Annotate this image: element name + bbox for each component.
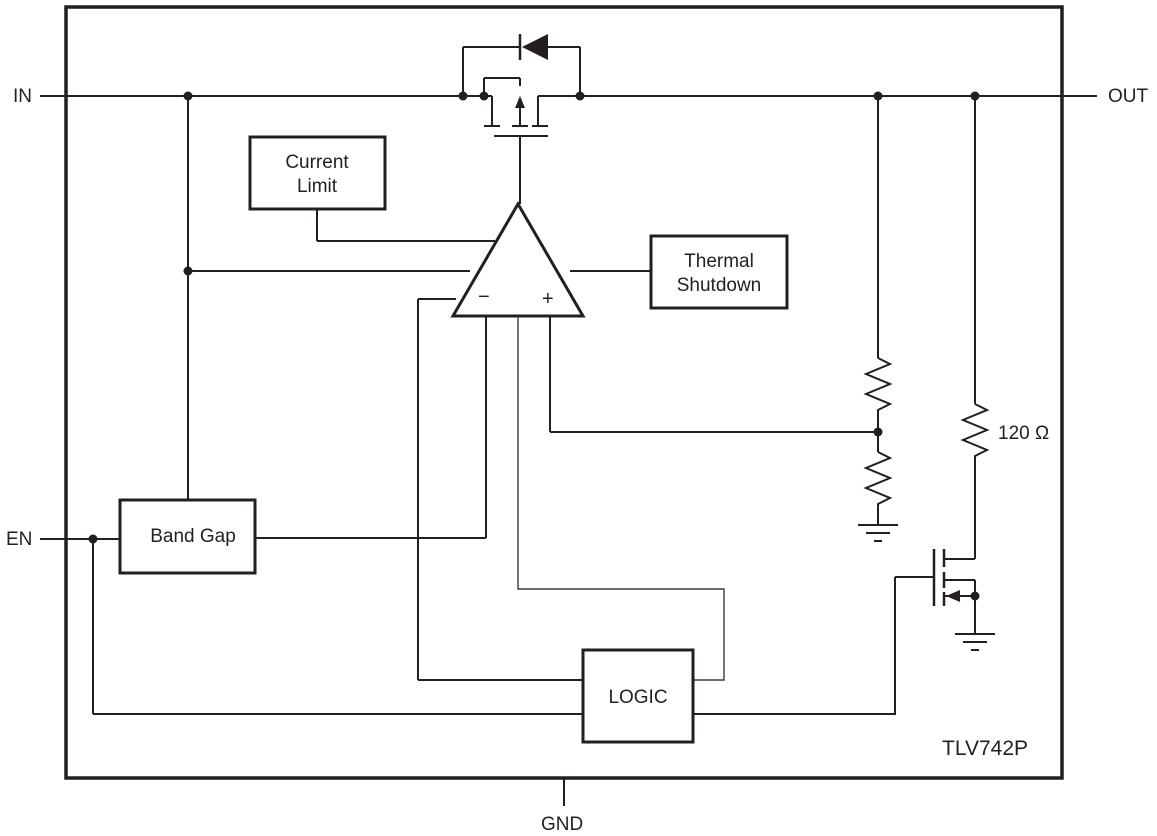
divider-lower-resistor bbox=[863, 451, 893, 525]
discharge-ground-icon bbox=[955, 633, 995, 651]
junction-diode-in bbox=[458, 91, 468, 101]
band-gap-label: Band Gap bbox=[150, 526, 236, 547]
pin-in-label: IN bbox=[13, 86, 32, 107]
logic-block bbox=[581, 648, 695, 744]
junction-fet-body bbox=[479, 91, 489, 101]
logic-label: LOGIC bbox=[608, 687, 667, 708]
error-amplifier bbox=[450, 201, 586, 318]
amp-minus-sign: − bbox=[478, 286, 490, 308]
junction-feedback bbox=[873, 427, 883, 437]
logic-to-discharge-wire bbox=[693, 577, 896, 715]
package-outline bbox=[64, 5, 1064, 780]
discharge-transistor bbox=[895, 549, 980, 634]
pin-out-label: OUT bbox=[1108, 86, 1149, 107]
pass-transistor bbox=[483, 77, 548, 204]
amp-status-wire bbox=[517, 316, 725, 681]
body-diode bbox=[462, 34, 581, 96]
amp-plus-sign: + bbox=[542, 288, 554, 310]
thermal-label-2: Shutdown bbox=[677, 275, 762, 296]
current-limit-label-1: Current bbox=[285, 152, 349, 173]
band-gap-block bbox=[118, 498, 257, 575]
current-limit-block bbox=[248, 135, 387, 211]
discharge-resistor-label: 120 Ω bbox=[998, 423, 1049, 444]
divider-upper-resistor bbox=[863, 357, 893, 452]
thermal-label-1: Thermal bbox=[684, 251, 754, 272]
thermal-shutdown-block bbox=[649, 234, 789, 310]
pin-gnd-label: GND bbox=[541, 814, 583, 835]
junction-diode-out bbox=[575, 91, 585, 101]
current-limit-label-2: Limit bbox=[297, 176, 338, 197]
divider-ground-icon bbox=[858, 524, 898, 542]
discharge-resistor bbox=[960, 403, 990, 559]
part-number-label: TLV742P bbox=[942, 737, 1028, 760]
pin-en-label: EN bbox=[6, 529, 32, 550]
